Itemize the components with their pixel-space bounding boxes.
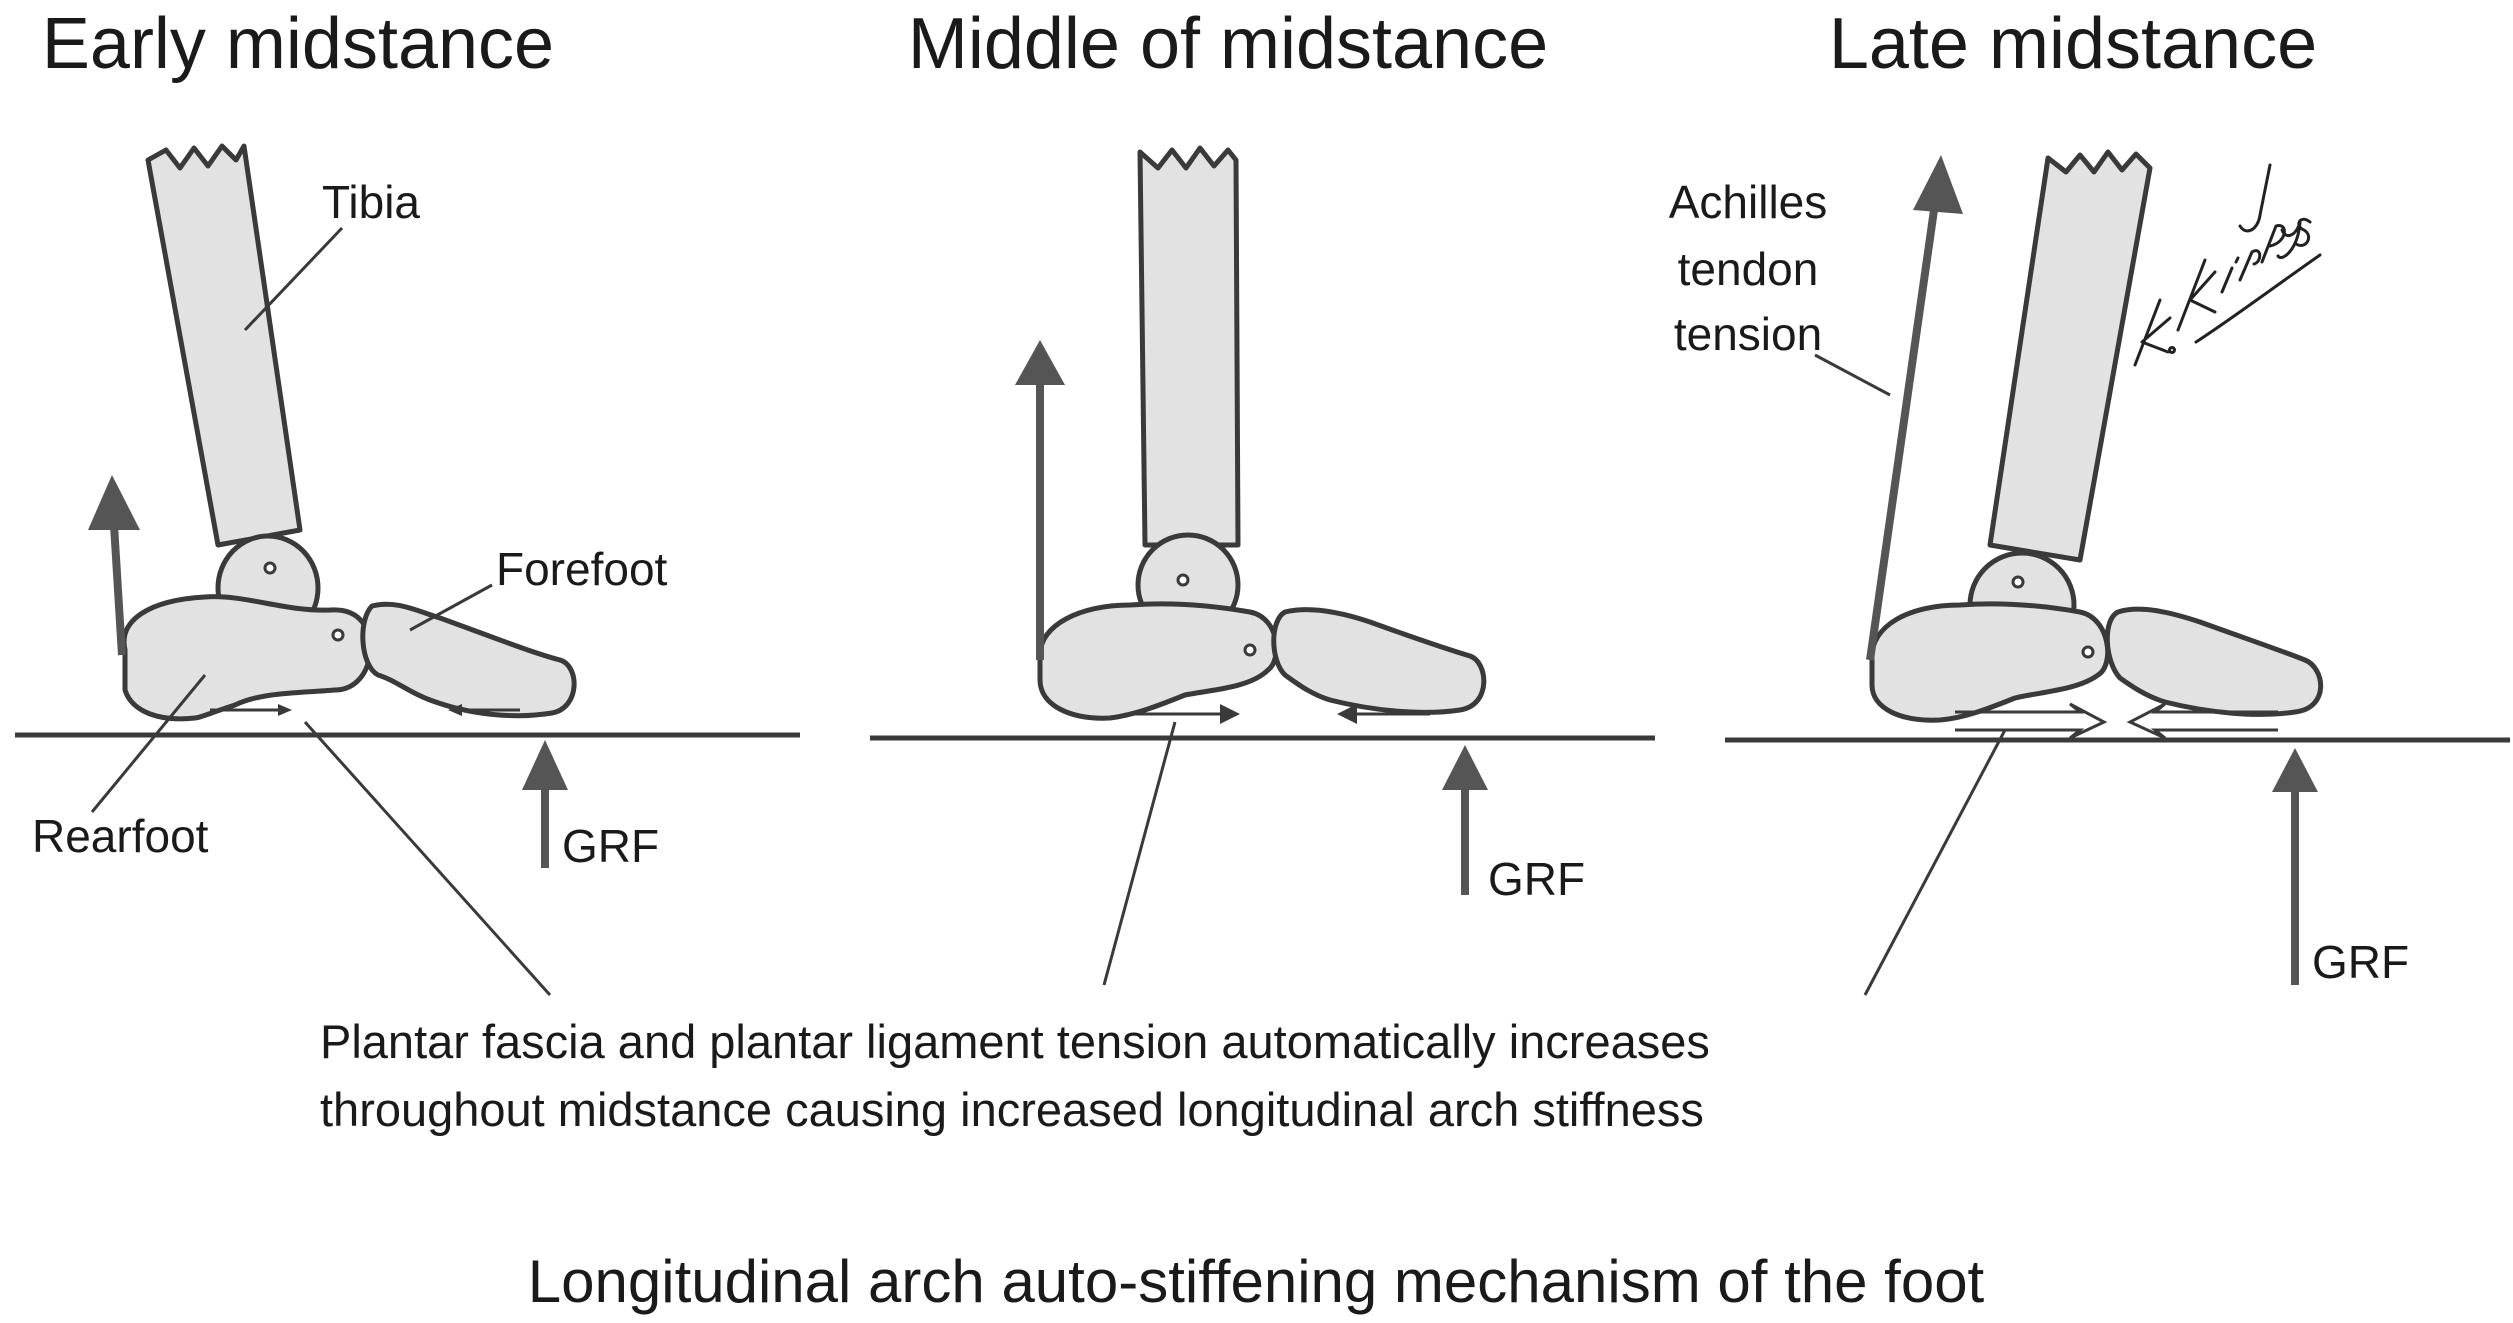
achilles-label-line2: tendon: [1678, 243, 1819, 295]
forefoot-bone-early: [360, 601, 577, 719]
achilles-force-arrowhead-early: [88, 475, 140, 530]
grf-arrowhead-late: [2272, 748, 2318, 792]
plantar-tension-arrow-rear-late: [1955, 702, 2108, 740]
achilles-force-arrowhead-middle: [1015, 340, 1065, 385]
grf-label-late: GRF: [2312, 936, 2409, 988]
midfoot-joint-dot-early: [331, 628, 345, 642]
panel-title-early: Early midstance: [42, 4, 554, 84]
tibia-bone-early: [145, 143, 303, 548]
midfoot-joint-dot-middle: [1243, 643, 1257, 657]
achilles-force-arrow-late: [1866, 209, 1938, 661]
forefoot-label: Forefoot: [496, 543, 668, 595]
ankle-joint-dot-early: [263, 561, 277, 575]
tibia-bone-middle: [1137, 145, 1241, 548]
caption-line-1: Plantar fascia and plantar ligament tens…: [320, 1015, 1710, 1068]
caption-leader-early: [303, 720, 552, 997]
achilles-leader-line: [1814, 353, 1891, 397]
plantar-tension-arrowhead-fore-early: [448, 704, 462, 716]
rearfoot-label: Rearfoot: [32, 810, 209, 862]
plantar-tension-arrowhead-rear-middle: [1220, 704, 1240, 724]
plantar-tension-arrowhead-fore-middle: [1337, 704, 1357, 724]
rearfoot-bone-early: [121, 594, 373, 722]
ankle-joint-dot-late: [2011, 575, 2025, 589]
grf-label-early: GRF: [562, 820, 659, 872]
achilles-force-arrowhead-late: [1913, 155, 1963, 214]
rearfoot-leader-line: [90, 674, 207, 813]
panel-title-late: Late midstance: [1829, 4, 2317, 84]
figure-footer-title: Longitudinal arch auto-stiffening mechan…: [528, 1248, 1985, 1315]
artist-signature: [2133, 163, 2322, 367]
achilles-force-arrow-early: [110, 524, 126, 656]
achilles-label-line3: tension: [1674, 308, 1822, 360]
panel-title-middle: Middle of midstance: [908, 4, 1548, 84]
caption-leader-late: [1863, 729, 2007, 996]
panel-early: GRF Tibia Forefoot Rearfoot: [15, 143, 800, 872]
plantar-tension-arrowhead-rear-early: [278, 704, 292, 716]
grf-arrowhead-early: [522, 740, 568, 790]
grf-arrowhead-middle: [1442, 745, 1488, 790]
panel-middle: GRF: [870, 145, 1655, 905]
forefoot-bone-late: [2104, 606, 2324, 717]
tibia-bone-late: [1987, 149, 2153, 563]
achilles-label-line1: Achilles: [1669, 176, 1828, 228]
tibia-leader-line: [243, 226, 344, 332]
plantar-tension-arrow-fore-late: [2126, 702, 2278, 740]
grf-label-middle: GRF: [1488, 853, 1585, 905]
rearfoot-bone-late: [1869, 601, 2111, 723]
caption-line-2: throughout midstance causing increased l…: [320, 1083, 1704, 1136]
caption-leader-middle: [1102, 721, 1177, 986]
tibia-label: Tibia: [322, 176, 420, 228]
rearfoot-bone-middle: [1037, 601, 1279, 721]
ankle-joint-dot-middle: [1176, 573, 1190, 587]
panel-late: GRF Achilles tendon tension: [1669, 149, 2510, 988]
forefoot-leader-line: [409, 583, 493, 632]
forefoot-bone-middle: [1271, 607, 1487, 715]
midfoot-joint-dot-late: [2081, 645, 2095, 659]
